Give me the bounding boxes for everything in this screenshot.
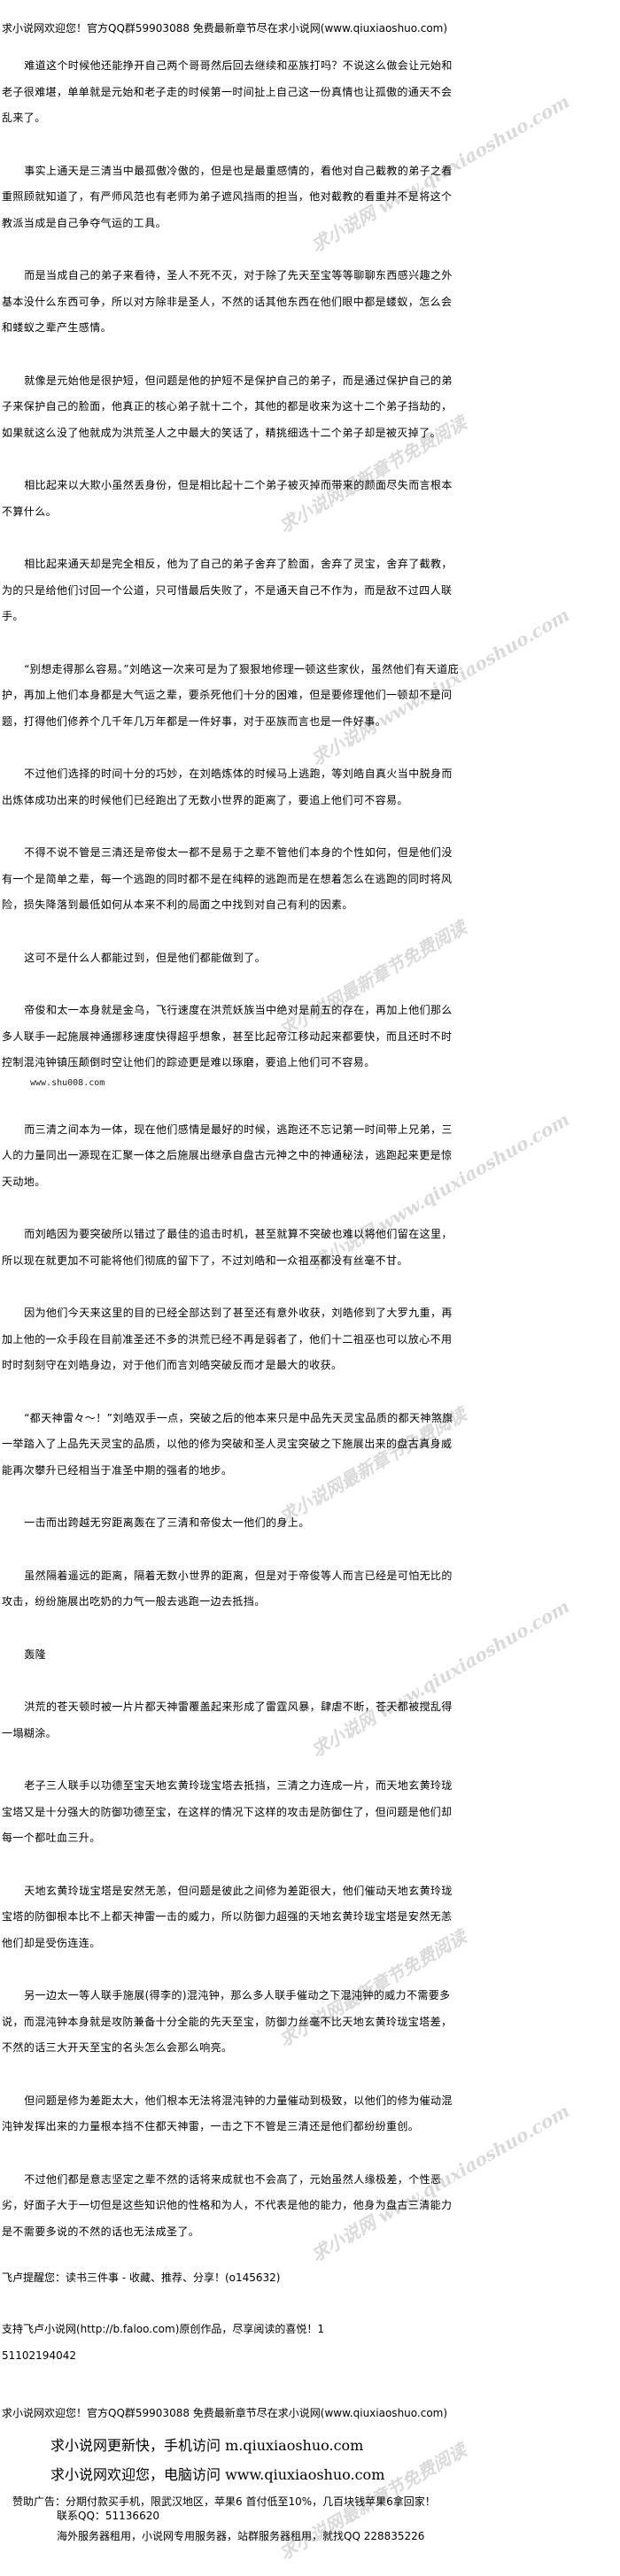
- chapter-footer: 飞卢提醒您：读书三件事 - 收藏、推荐、分享！(o145632) 支持飞卢小说网…: [2, 2268, 462, 2543]
- paragraph: 虽然隔着遥远的距离，隔着无数小世界的距离，但是对于帝俊等人而言已经是可怕无比的攻…: [2, 1569, 453, 1608]
- paragraph: 而是当成自己的弟子来看待，圣人不死不灭，对于除了先天至宝等等聊聊东西感兴趣之外基…: [2, 269, 453, 334]
- paragraph: 而刘皓因为要突破所以错过了最佳的追击时机，甚至就算不突破也难以将他们留在这里，所…: [2, 1228, 453, 1267]
- paragraph: 这可不是什么人都能过到，但是他们都能做到了。: [24, 951, 266, 964]
- paragraph: 天地玄黄玲珑宝塔是安然无恙，但问题是彼此之间修为差距很大，他们催动天地玄黄玲珑宝…: [2, 1884, 453, 1949]
- source-mark: www.shu008.com: [30, 1077, 105, 1088]
- mobile-access-link[interactable]: 求小说网更新快，手机访问 m.qiuxiaoshuo.com: [50, 2437, 364, 2454]
- paragraph: 一击而出跨越无穷距离轰在了三清和帝俊太一他们的身上。: [24, 1516, 310, 1529]
- sponsor-contact-qq: 联系QQ：51136620: [57, 2510, 159, 2522]
- pc-access-link[interactable]: 求小说网欢迎您，电脑访问 www.qiuxiaoshuo.com: [50, 2466, 385, 2483]
- paragraph: “都天神雷々～！”刘皓双手一点，突破之后的他本来只是中品先天灵宝品质的都天神煞旗…: [2, 1411, 453, 1477]
- paragraph: 相比起来通天却是完全相反，他为了自己的弟子舍弃了脸面，舍弃了灵宝，舍弃了截教，为…: [2, 558, 453, 622]
- site-banner: 求小说网欢迎您！官方QQ群59903088 免费最新章节尽在求小说网(www.q…: [2, 22, 448, 35]
- paragraph: 轰隆: [24, 1647, 46, 1661]
- chapter-body: 难道这个时候他还能挣开自己两个哥哥然后回去继续和巫族打吗？不说这么做会让元始和老…: [2, 53, 462, 2245]
- paragraph: 另一边太一等人联手施展(得李的)混沌钟，那么多人联手催动之下混沌钟的威力不需要多…: [2, 1989, 453, 2054]
- chapter-page: 求小说网欢迎您！官方QQ群59903088 免费最新章节尽在求小说网(www.q…: [2, 22, 462, 2543]
- paragraph: 帝俊和太一本身就是金乌，飞行速度在洪荒妖族当中绝对是前五的存在，再加上他们那么多…: [2, 1004, 453, 1068]
- paragraph: 洪荒的苍天顿时被一片片都天神雷覆盖起来形成了雷霆风暴，肆虐不断，苍天都被搅乱得一…: [2, 1701, 453, 1739]
- paragraph: 不得不说不管是三清还是帝俊太一都不是易于之辈不管他们本身的个性如何，但是他们没有…: [2, 846, 453, 911]
- server-ad-text: 海外服务器租用，小说网专用服务器，站群服务器租用，就找QQ 228835226: [57, 2530, 425, 2542]
- reminder-text: 飞卢提醒您：读书三件事 - 收藏、推荐、分享！(o145632): [2, 2271, 281, 2284]
- paragraph: 就像是元始他是很护短，但问题是他的护短不是保护自己的弟子，而是通过保护自己的弟子…: [2, 374, 453, 439]
- footer-site-banner: 求小说网欢迎您！官方QQ群59903088 免费最新章节尽在求小说网(www.q…: [2, 2407, 448, 2419]
- sponsor-ad-text: 赞助广告：分期付款买手机，限武汉地区，苹果6 首付低至10%，几百块钱苹果6拿回…: [12, 2495, 436, 2508]
- paragraph: 老子三人联手以功德至宝天地玄黄玲珑宝塔去抵挡，三清之力连成一片，而天地玄黄玲珑宝…: [2, 1779, 453, 1844]
- paragraph: 但问题是修为差距太大，他们根本无法将混沌钟的力量催动到极致，以他们的修为催动混沌…: [2, 2094, 453, 2133]
- paragraph: 而三清之间本为一体，现在他们感情是最好的时候，逃跑还不忘记第一时间带上兄弟，三人…: [2, 1122, 453, 1188]
- paragraph: 不过他们都是意志坚定之辈不然的话将来成就也不会高了，元始虽然人缘极差，个性恶劣，…: [2, 2172, 453, 2238]
- support-text: 支持飞卢小说网(http://b.faloo.com)原创作品，尽享阅读的喜悦！…: [2, 2323, 325, 2335]
- paragraph: 因为他们今天来这里的目的已经全部达到了甚至还有意外收获，刘皓修到了大罗九重，再加…: [2, 1307, 453, 1371]
- paragraph: 不过他们选择的时间十分的巧妙，在刘皓炼体的时候马上逃跑，等刘皓自真火当中脱身而出…: [2, 767, 453, 806]
- paragraph: 相比起来以大欺小虽然丢身份，但是相比起十二个弟子被灭掉而带来的颜面尽失而言根本不…: [2, 479, 453, 518]
- paragraph: 事实上通天是三清当中最孤傲冷傲的，但是也是最重感情的，看他对自己截教的弟子之看重…: [2, 164, 453, 229]
- code-text: 51102194042: [2, 2349, 76, 2362]
- paragraph: “别想走得那么容易。”刘皓这一次来可是为了狠狠地修理一顿这些家伙，虽然他们有天道…: [2, 662, 460, 728]
- paragraph: 难道这个时候他还能挣开自己两个哥哥然后回去继续和巫族打吗？不说这么做会让元始和老…: [2, 59, 453, 124]
